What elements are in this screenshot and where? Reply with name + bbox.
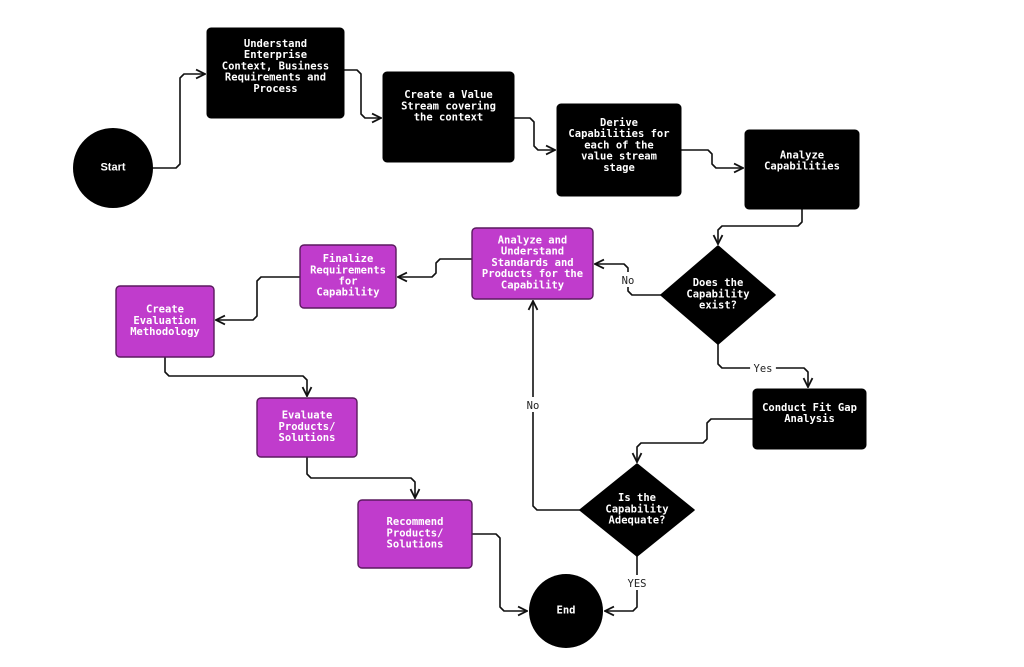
edge-analyze-cap-to-exist <box>718 208 803 244</box>
edge-label-adequate-to-end: YES <box>624 575 650 590</box>
fit-gap-box <box>752 388 867 450</box>
svg-text:YES: YES <box>628 578 647 590</box>
derive-box <box>556 103 682 197</box>
edge-derive-to-analyze-cap <box>680 149 743 168</box>
edge-label-exist-to-analyze-std: No <box>618 272 638 287</box>
start-label: Start <box>100 161 125 173</box>
start-circle <box>73 128 153 208</box>
node-start[interactable]: Start <box>73 128 153 208</box>
understand-box <box>206 27 345 119</box>
edge-label-adequate-to-analyze-std: No <box>523 397 543 412</box>
edge-finalize-to-eval-method <box>216 276 301 320</box>
edge-understand-to-value-stream <box>343 69 381 118</box>
evaluate-box <box>256 397 358 458</box>
recommend-box <box>357 499 473 569</box>
value-stream-box <box>382 71 515 163</box>
edge-eval-method-to-evaluate <box>164 356 307 396</box>
edge-label-exist-to-fit-gap: Yes <box>750 360 776 375</box>
edge-analyze-std-to-finalize <box>398 258 473 277</box>
edge-recommend-to-end <box>471 533 527 611</box>
analyze-std-box <box>471 227 594 300</box>
end-label: End <box>557 604 576 616</box>
adequate-diamond <box>579 463 695 557</box>
node-end[interactable]: End <box>529 574 603 648</box>
exist-diamond <box>660 245 776 345</box>
edge-value-stream-to-derive <box>513 117 555 150</box>
svg-text:Yes: Yes <box>754 363 773 375</box>
finalize-box <box>299 244 397 309</box>
edge-start-to-understand <box>152 74 205 169</box>
svg-text:No: No <box>622 275 635 287</box>
analyze-cap-box <box>744 129 860 210</box>
svg-text:No: No <box>527 400 540 412</box>
end-circle <box>529 574 603 648</box>
edge-evaluate-to-recommend <box>306 456 415 498</box>
eval-method-box <box>115 285 215 358</box>
edge-fit-gap-to-adequate <box>637 418 754 462</box>
